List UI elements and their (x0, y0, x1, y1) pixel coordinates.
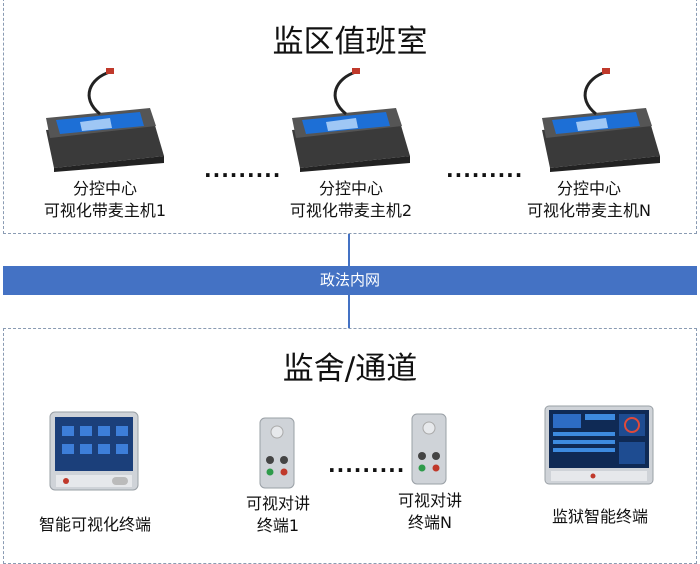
bottom-section-title: 监舍/通道 (282, 351, 418, 387)
host-label-1-line2: 可视化带麦主机1 (43, 201, 167, 220)
intercom-terminal-1-line2: 终端1 (256, 516, 300, 535)
host-console-image-3 (542, 68, 660, 172)
top-section-box (3, 0, 697, 234)
intercom-terminal-n-line2: 终端N (408, 513, 452, 532)
bottom-ellipsis: ········· (328, 458, 406, 482)
connector-bottom (348, 295, 350, 328)
connector-top (348, 234, 350, 266)
network-band: 政法内网 (3, 266, 697, 295)
host-label-3-line1: 分控中心 (556, 179, 621, 198)
intercom-terminal-1-label: 可视对讲 终端1 (208, 493, 348, 537)
host-label-3-line2: 可视化带麦主机N (527, 201, 651, 220)
prison-smart-terminal-label: 监狱智能终端 (551, 507, 648, 526)
intercom-terminal-1-line1: 可视对讲 (245, 494, 310, 513)
host-console-image-2 (292, 68, 410, 172)
smart-visual-terminal-label: 智能可视化终端 (38, 515, 151, 534)
intercom-terminal-n-line1: 可视对讲 (397, 491, 462, 510)
top-ellipsis-1: ········· (204, 163, 282, 187)
network-label: 政法内网 (319, 271, 380, 289)
host-label-1: 分控中心 可视化带麦主机1 (30, 178, 180, 222)
top-section-title: 监区值班室 (272, 24, 428, 60)
smart-visual-terminal-image (49, 411, 139, 491)
host-label-3: 分控中心 可视化带麦主机N (514, 178, 664, 222)
host-label-1-line1: 分控中心 (72, 179, 137, 198)
top-ellipsis-2: ········· (446, 163, 524, 187)
prison-smart-terminal-image (544, 405, 654, 485)
host-label-2-line1: 分控中心 (318, 179, 383, 198)
host-label-2-line2: 可视化带麦主机2 (289, 201, 413, 220)
host-label-2: 分控中心 可视化带麦主机2 (276, 178, 426, 222)
intercom-terminal-image-1 (259, 417, 295, 489)
intercom-terminal-image-2 (411, 413, 447, 485)
host-console-image-1 (46, 68, 164, 172)
intercom-terminal-n-label: 可视对讲 终端N (360, 490, 500, 534)
